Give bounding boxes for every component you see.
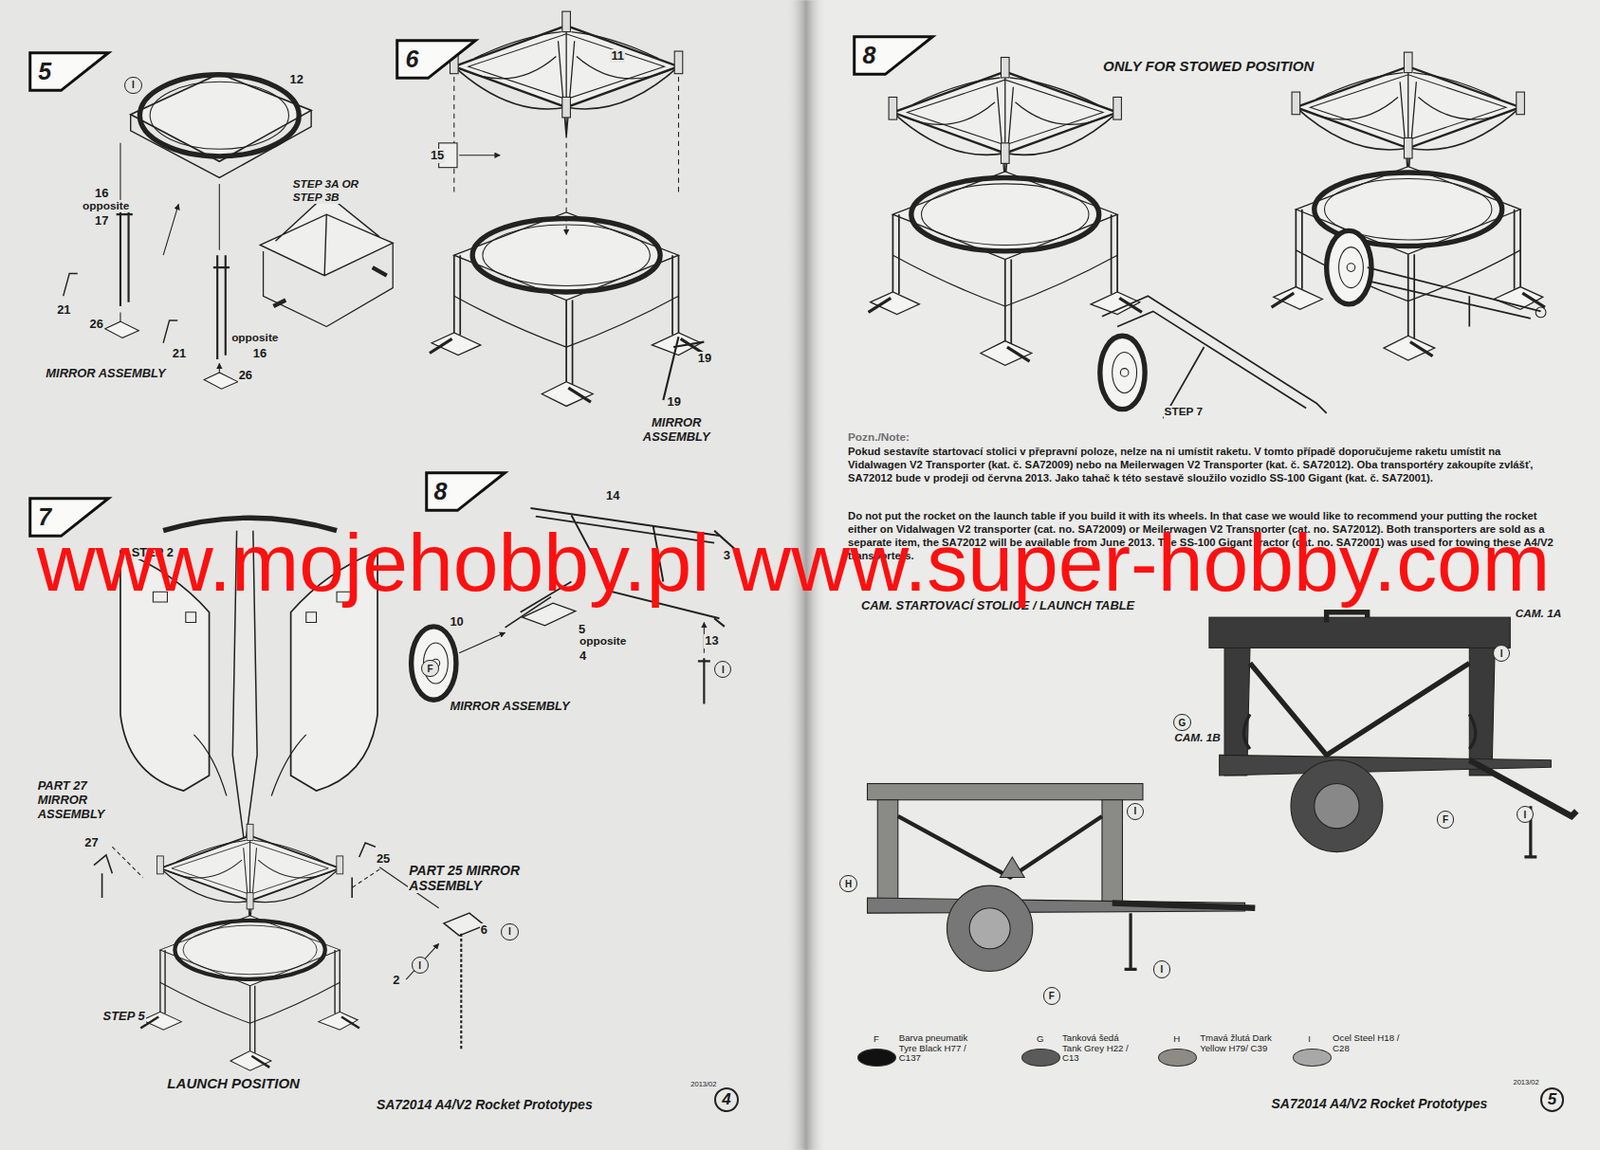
- print-code: 2013/02: [1511, 1079, 1540, 1088]
- paint-callout: I: [1126, 803, 1144, 821]
- step-reference: STEP 3A OR STEP 3B: [292, 178, 391, 204]
- assembly-note: MIRROR ASSEMBLY: [44, 367, 166, 382]
- paint-callout: F: [421, 660, 439, 678]
- paint-letter: I: [721, 664, 725, 676]
- step6-drawing: [429, 11, 704, 406]
- callout-number: 21: [55, 303, 72, 318]
- callout-number: 14: [605, 489, 621, 504]
- paint-letter: G: [1035, 1033, 1046, 1045]
- camo-label: CAM. 1B: [1173, 732, 1222, 746]
- paint-callout: I: [124, 76, 142, 94]
- legend-text: Barva pneumatik Tyre Black H77 / C137: [898, 1033, 976, 1065]
- paint-callout: I: [1153, 960, 1171, 978]
- paint-letter: I: [1160, 964, 1164, 975]
- paint-letter: F: [1048, 991, 1055, 1002]
- note-heading: Pozn./Note:: [846, 431, 911, 445]
- step5-drawing: [63, 73, 394, 389]
- paint-letter: I: [131, 79, 135, 91]
- callout-note: opposite: [81, 200, 130, 214]
- stowed-drawing: [868, 52, 1546, 419]
- side-views: [867, 612, 1578, 973]
- paint-letter: F: [426, 663, 433, 675]
- callout-number: 10: [448, 615, 464, 630]
- paint-letter: F: [872, 1033, 881, 1045]
- footer-title: SA72014 A4/V2 Rocket Prototypes: [375, 1097, 594, 1113]
- callout-number: 11: [609, 49, 626, 64]
- paint-letter: F: [1442, 814, 1449, 826]
- paint-letter: H: [845, 879, 852, 890]
- step-reference: STEP 7: [1163, 405, 1205, 420]
- callout-number: 16: [252, 347, 268, 362]
- paint-letter: I: [1306, 1033, 1312, 1045]
- footer-title: SA72014 A4/V2 Rocket Prototypes: [1269, 1096, 1489, 1112]
- paint-letter: I: [418, 960, 422, 972]
- callout-note: opposite: [578, 635, 627, 649]
- paint-callout: F: [1043, 987, 1061, 1005]
- assembly-note: MIRROR ASSEMBLY: [624, 416, 729, 445]
- page-number-text: 4: [721, 1090, 731, 1110]
- note-text: Pokud sestavíte startovací stolici v pře…: [846, 445, 1564, 486]
- paint-letter: I: [1500, 648, 1504, 660]
- callout-number: 13: [703, 634, 719, 649]
- paint-letter: H: [1172, 1033, 1181, 1045]
- callout-number: 19: [666, 395, 682, 410]
- step-flag: 6: [395, 38, 478, 80]
- assembly-note: PART 25 MIRROR ASSEMBLY: [407, 863, 563, 894]
- paint-letter: I: [508, 926, 512, 938]
- callout-number: 16: [93, 186, 110, 202]
- step-number: 8: [852, 35, 935, 76]
- assembly-note: PART 27 MIRROR ASSEMBLY: [36, 779, 126, 822]
- position-note: ONLY FOR STOWED POSITION: [1102, 57, 1315, 74]
- paint-callout: H: [839, 875, 857, 893]
- legend-text: Tmavá žlutá Dark Yellow H79/ C39: [1198, 1033, 1277, 1054]
- legend-text: Tanková šedá Tank Grey H22 / C13: [1061, 1033, 1140, 1065]
- paint-callout: I: [500, 923, 518, 941]
- callout-number: 4: [578, 649, 588, 664]
- callout-number: 15: [429, 148, 445, 164]
- callout-number: 17: [93, 214, 110, 229]
- print-code: 2013/02: [689, 1081, 718, 1090]
- paint-callout: G: [1173, 714, 1191, 732]
- position-note: LAUNCH POSITION: [165, 1075, 301, 1092]
- paint-swatch: [857, 1048, 897, 1067]
- callout-note: opposite: [230, 331, 279, 346]
- step-flag: 5: [28, 51, 111, 92]
- step-number: 5: [28, 51, 111, 92]
- paint-letter: I: [1524, 809, 1527, 821]
- step-number: 6: [395, 38, 478, 80]
- page-number: 4: [714, 1087, 739, 1113]
- page-number: 5: [1540, 1087, 1565, 1113]
- callout-number: 26: [89, 317, 105, 332]
- callout-number: 2: [391, 974, 401, 989]
- step-flag: 8: [852, 35, 935, 76]
- paint-callout: F: [1436, 810, 1454, 828]
- camo-label: CAM. 1A: [1514, 607, 1564, 622]
- callout-number: 19: [697, 351, 713, 367]
- callout-number: 26: [238, 368, 254, 384]
- callout-number: 25: [375, 852, 391, 867]
- legend-text: Ocel Steel H18 / C28: [1331, 1033, 1410, 1054]
- watermark: www.mojehobby.pl www.super-hobby.com: [36, 522, 1552, 605]
- step-number: 8: [424, 471, 507, 513]
- step-flag: 8: [424, 471, 507, 513]
- paint-letter: G: [1178, 717, 1187, 729]
- callout-number: 21: [171, 347, 187, 362]
- callout-number: 12: [288, 73, 304, 88]
- assembly-note: MIRROR ASSEMBLY: [448, 699, 571, 715]
- callout-number: 6: [479, 923, 489, 938]
- step-reference: STEP 5: [102, 1010, 147, 1025]
- paint-letter: I: [1134, 806, 1138, 817]
- page-number-text: 5: [1547, 1090, 1557, 1110]
- callout-number: 27: [83, 836, 99, 851]
